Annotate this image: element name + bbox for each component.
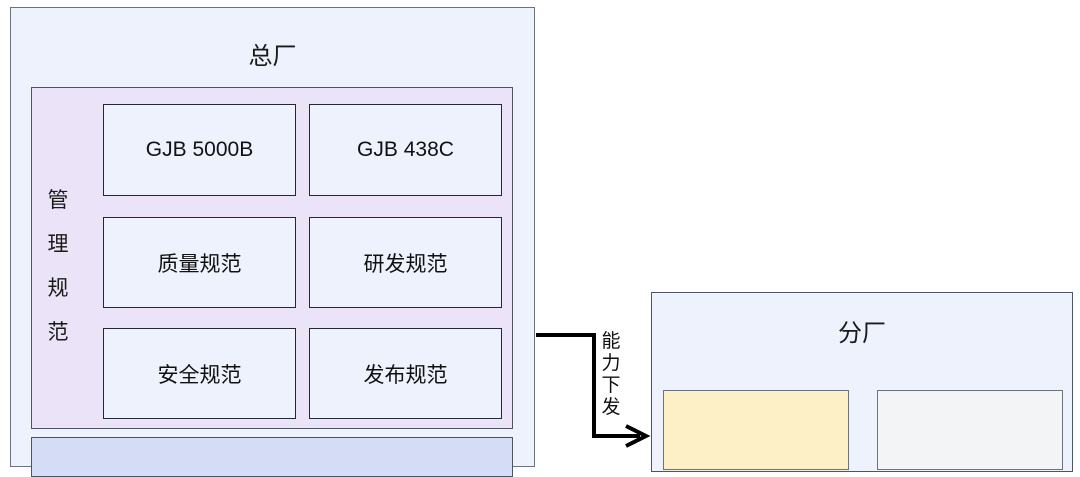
standard-quality: 质量规范 [103, 217, 296, 308]
management-label-char: 理 [47, 232, 69, 256]
arrow-label: 能 力 下 发 [598, 330, 624, 418]
branch-sub-box-yellow [663, 390, 849, 470]
management-label-char: 管 [47, 188, 69, 212]
arrow-label-char: 能 [601, 330, 621, 352]
standard-release: 发布规范 [309, 328, 502, 419]
branch-title: 分厂 [838, 319, 886, 347]
headquarters-title: 总厂 [248, 42, 297, 70]
standard-gjb-5000b: GJB 5000B [103, 104, 296, 196]
arrow-label-char: 力 [601, 352, 621, 374]
arrow-line [536, 333, 640, 438]
arrowhead-icon [625, 424, 651, 448]
standard-gjb-438c: GJB 438C [309, 104, 502, 196]
management-standards-label: 管 理 规 范 [43, 178, 73, 354]
arrow-label-char: 下 [601, 374, 621, 396]
standard-security: 安全规范 [103, 328, 296, 419]
arrow-label-char: 发 [601, 396, 621, 418]
management-label-char: 范 [47, 320, 69, 344]
standard-rnd: 研发规范 [309, 217, 502, 308]
capability-arrow [536, 333, 651, 448]
management-label-char: 规 [47, 276, 69, 300]
branch-sub-box-gray [877, 390, 1063, 470]
